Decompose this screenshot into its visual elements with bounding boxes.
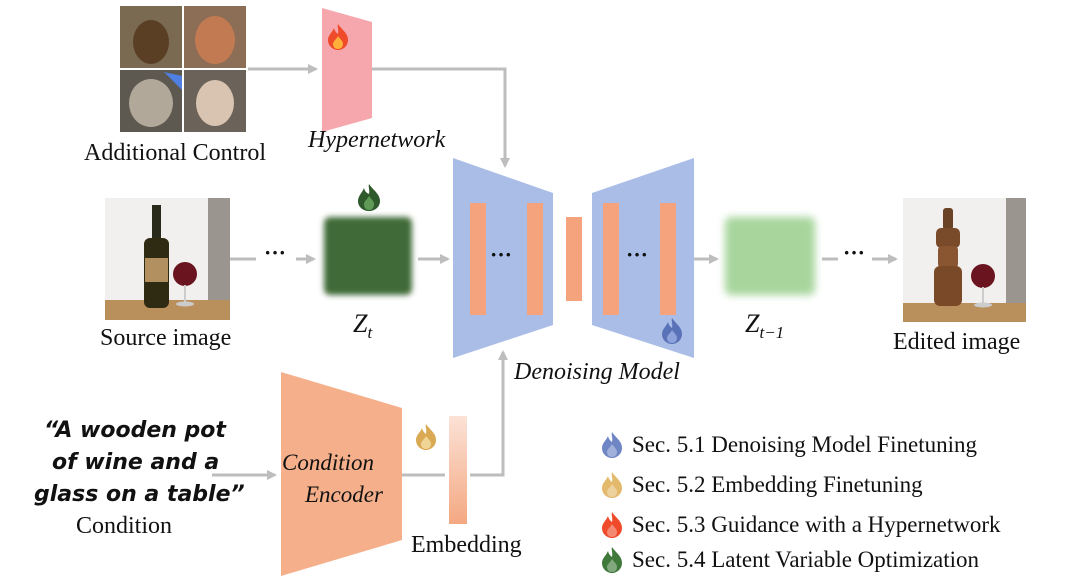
- condition-quote-line-3: glass on a table”: [34, 482, 245, 507]
- blue-flame-icon: [662, 318, 682, 344]
- legend-item-label: Sec. 5.1 Denoising Model Finetuning: [632, 432, 977, 457]
- legend-item: Sec. 5.2 Embedding Finetuning: [600, 470, 923, 500]
- condition-label: Condition: [76, 513, 173, 539]
- green-flame-icon: [358, 184, 380, 211]
- condition-encoder-label-line-1: Condition: [282, 450, 375, 475]
- edited-image: [903, 198, 1026, 322]
- red-flame-icon: [602, 512, 622, 538]
- zt-label: Zt: [353, 309, 373, 343]
- denoiser-dots-right: ···: [626, 242, 649, 267]
- legend-item: Sec. 5.1 Denoising Model Finetuning: [600, 430, 977, 460]
- source-image-label: Source image: [100, 325, 232, 351]
- denoising-model-label: Denoising Model: [514, 359, 680, 385]
- legend-item-label: Sec. 5.3 Guidance with a Hypernetwork: [632, 512, 1001, 537]
- denoiser-bottleneck-bar: [566, 217, 582, 301]
- condition-quote-line-1: “A wooden pot: [44, 418, 226, 443]
- blue-flame-icon: [602, 432, 622, 458]
- edited-image-label: Edited image: [893, 329, 1021, 355]
- denoiser-bar-3: [603, 203, 619, 315]
- denoiser-bar-4: [660, 203, 676, 315]
- additional-control-image: [120, 6, 246, 132]
- embedding-bar: [449, 416, 467, 524]
- source-dots: ···: [264, 240, 287, 265]
- connectors: [212, 64, 898, 480]
- legend-item: Sec. 5.3 Guidance with a Hypernetwork: [600, 510, 1001, 540]
- legend-item-label: Sec. 5.2 Embedding Finetuning: [632, 472, 923, 497]
- latent-zt1-square: [725, 217, 815, 295]
- yellow-flame-icon: [416, 424, 436, 450]
- yellow-flame-icon: [602, 472, 622, 498]
- hypernetwork-block: [322, 8, 372, 132]
- red-flame-icon: [328, 24, 348, 50]
- condition-encoder-label-line-2: Encoder: [305, 482, 383, 507]
- condition-encoder-block: [281, 372, 402, 576]
- denoiser-dots-left: ···: [490, 242, 513, 267]
- denoiser-bar-1: [470, 203, 486, 315]
- hypernetwork-label: Hypernetwork: [308, 127, 446, 153]
- embedding-label: Embedding: [411, 532, 522, 558]
- denoiser-bar-2: [527, 203, 543, 315]
- zt1-label: Zt−1: [745, 309, 785, 343]
- additional-control-label: Additional Control: [84, 140, 266, 166]
- legend-item-label: Sec. 5.4 Latent Variable Optimization: [632, 547, 980, 572]
- latent-zt-square: [324, 217, 412, 295]
- condition-quote-line-2: of wine and a: [52, 450, 220, 475]
- source-image: [105, 198, 230, 320]
- edited-dots: ···: [843, 240, 866, 265]
- green-flame-icon: [602, 547, 622, 573]
- legend-item: Sec. 5.4 Latent Variable Optimization: [600, 545, 979, 575]
